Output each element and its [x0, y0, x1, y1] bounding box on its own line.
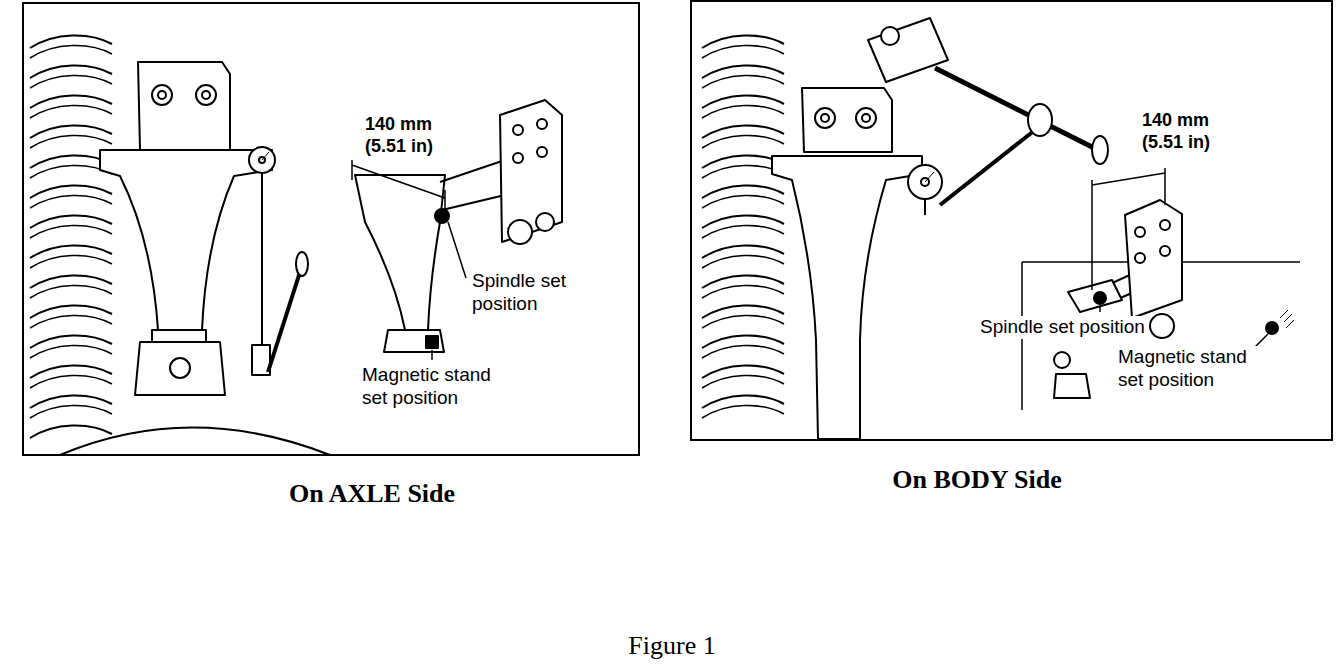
bushing: [1150, 314, 1174, 338]
strut-body: [772, 156, 922, 439]
upper-bracket: [138, 62, 230, 150]
gauge-stem: [924, 199, 926, 215]
indicator-rod: [261, 173, 263, 345]
stand-clamp: [1028, 104, 1052, 136]
figure-panel: On AXLE Side: [22, 2, 640, 456]
illustration-group: [30, 18, 1300, 455]
bolt: [1135, 253, 1145, 263]
bolt: [513, 153, 523, 163]
dial-needle: [262, 152, 269, 160]
knuckle: [135, 342, 225, 395]
bolt: [1135, 227, 1145, 237]
bolt: [158, 91, 166, 99]
bolt: [1160, 220, 1170, 230]
wheel-arc: [60, 428, 330, 456]
inset-arm: [355, 175, 445, 330]
panel-heading: On BODY Side: [892, 464, 1062, 495]
bolt: [856, 108, 876, 128]
spindle-mark: [1094, 292, 1106, 304]
bushing: [508, 220, 532, 244]
dimension-label: 140 mm (5.51 in): [1140, 110, 1235, 153]
bolt: [513, 125, 523, 135]
figure-caption: Figure 1: [628, 630, 715, 661]
dimension-label: 140 mm (5.51 in): [363, 114, 458, 157]
part-label: Spindle set position: [470, 270, 595, 316]
knuckle-bolt: [170, 358, 190, 378]
stand-mark: [426, 336, 438, 348]
bolt: [537, 119, 547, 129]
bolt: [815, 108, 835, 128]
bolt: [1160, 246, 1170, 256]
inset-tube: [440, 160, 505, 210]
bolt: [821, 114, 829, 122]
stand-mark: [1266, 322, 1278, 334]
stand-knob: [881, 27, 899, 45]
dial-gauge: [908, 165, 942, 199]
inset-arm: [1068, 280, 1122, 312]
leader-line: [432, 222, 466, 360]
bolt: [196, 85, 216, 105]
dimension-line: [1092, 168, 1165, 290]
bolt: [537, 147, 547, 157]
inset-bolt: [1054, 352, 1070, 368]
strut-collar: [152, 330, 206, 342]
hatch: [1280, 310, 1294, 328]
bushing: [536, 213, 554, 231]
coil-spring: [702, 45, 784, 418]
upper-bracket: [802, 88, 892, 152]
coil-spring: [30, 45, 112, 448]
bolt: [152, 85, 172, 105]
dial-needle: [925, 172, 934, 182]
dial-gauge: [249, 147, 275, 173]
spindle-mark: [435, 209, 449, 223]
stand-rod: [935, 68, 1098, 150]
magnetic-stand: [868, 18, 948, 82]
stand-arm: [268, 272, 300, 372]
dimension-line: [352, 160, 445, 210]
stand-knob: [1092, 136, 1108, 164]
strut-body: [100, 150, 272, 330]
bolt: [202, 91, 210, 99]
inset-base: [384, 330, 444, 352]
stand-rod: [940, 130, 1035, 205]
panel-heading: On AXLE Side: [289, 478, 455, 509]
bolt: [862, 114, 870, 122]
inset-base: [1054, 374, 1090, 398]
coil-spring: [30, 35, 112, 438]
stand-knob: [296, 252, 308, 276]
part-label: Spindle set position: [978, 316, 1147, 339]
part-label: Magnetic stand set position: [360, 364, 505, 410]
inset-bracket: [1125, 200, 1182, 318]
part-label: Magnetic stand set position: [1116, 346, 1261, 392]
inset-bracket: [500, 100, 562, 242]
